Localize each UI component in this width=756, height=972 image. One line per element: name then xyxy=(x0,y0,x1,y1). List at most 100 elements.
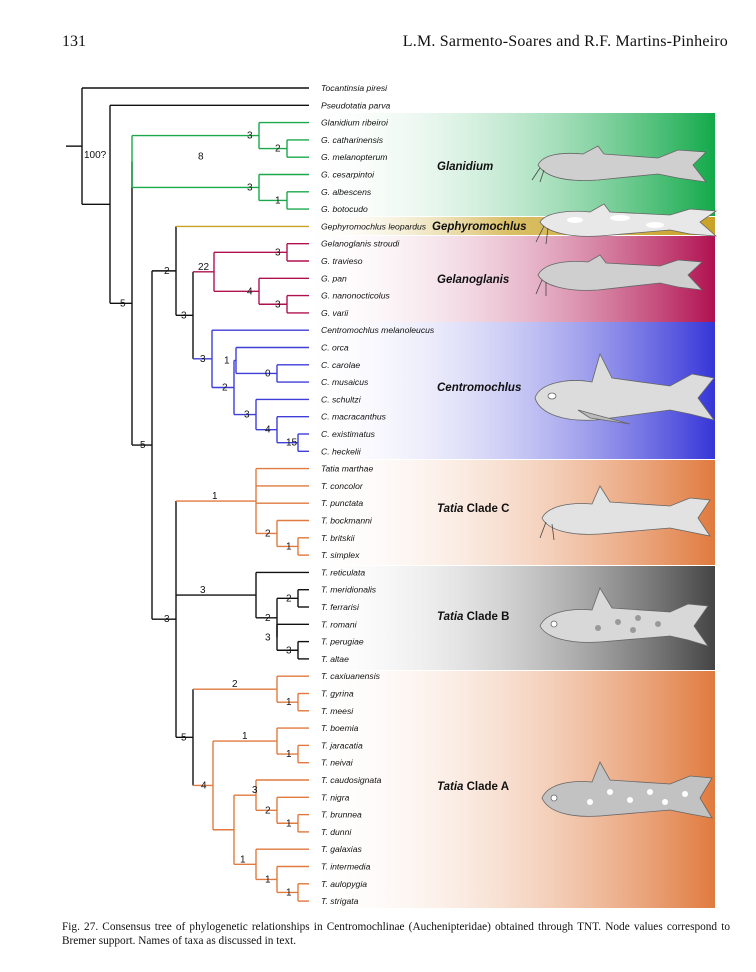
node-support-value: 2 xyxy=(164,266,170,277)
node-support-value: 1 xyxy=(286,697,292,708)
fish-illustrations xyxy=(531,145,718,819)
node-support-value: 8 xyxy=(198,152,204,163)
taxon-label: Pseudotatia parva xyxy=(321,100,390,110)
taxon-label: T. britskii xyxy=(321,533,356,543)
taxon-label: C. schultzi xyxy=(321,394,362,404)
taxon-label: T. caxiuanensis xyxy=(321,671,381,681)
taxon-label: G. nanonocticolus xyxy=(321,291,390,301)
node-support-value: 5 xyxy=(140,440,146,451)
taxon-label: T. strigata xyxy=(321,896,359,906)
clade-label-tatia-clade-b: Tatia Clade B xyxy=(437,611,509,623)
taxon-label: C. existimatus xyxy=(321,429,376,439)
taxon-label: C. musaicus xyxy=(321,377,369,387)
taxon-label: T. neivai xyxy=(321,758,354,768)
taxon-label: G. botocudo xyxy=(321,204,368,214)
taxon-label: T. punctata xyxy=(321,498,363,508)
node-support-value: 3 xyxy=(286,645,292,656)
node-support-value: 1 xyxy=(286,749,292,760)
taxon-label: T. reticulata xyxy=(321,567,365,577)
node-support-value: 1 xyxy=(286,887,292,898)
node-support-value: 2 xyxy=(265,528,271,539)
taxon-label: T. dunni xyxy=(321,827,352,837)
taxon-label: T. concolor xyxy=(321,481,364,491)
node-support-value: 3 xyxy=(164,614,170,625)
taxon-label: G. catharinensis xyxy=(321,135,384,145)
node-support-value: 1 xyxy=(224,355,230,366)
node-support-value: 4 xyxy=(247,286,253,297)
taxon-label: T. bockmanni xyxy=(321,516,373,526)
taxon-label: T. meridionalis xyxy=(321,585,377,595)
node-support-value: 2 xyxy=(222,383,228,394)
taxon-label: T. simplex xyxy=(321,550,360,560)
taxon-label: T. intermedia xyxy=(321,862,371,872)
node-support-value: 1 xyxy=(242,731,248,742)
page-number: 131 xyxy=(62,33,86,50)
node-support-value: 1 xyxy=(275,195,281,206)
taxon-label: G. melanopterum xyxy=(321,152,387,162)
node-support-value: 0 xyxy=(265,368,271,379)
taxon-label: T. nigra xyxy=(321,792,350,802)
taxon-label: T. brunnea xyxy=(321,810,362,820)
node-support-value: 22 xyxy=(198,262,210,273)
node-support-value: 2 xyxy=(232,679,238,690)
taxon-label: Gephyromochlus leopardus xyxy=(321,221,427,231)
node-support-value: 3 xyxy=(275,299,281,310)
node-support-value: 3 xyxy=(247,131,253,142)
taxon-label: C. carolae xyxy=(321,360,360,370)
clade-label-gelanoglanis: Gelanoglanis xyxy=(437,274,509,286)
clade-label-tatia-clade-a: Tatia Clade A xyxy=(437,781,509,793)
taxon-label: T. caudosignata xyxy=(321,775,382,785)
taxon-label: T. meesi xyxy=(321,706,354,716)
clade-labels: Glanidium Gephyromochlus Gelanoglanis Ce… xyxy=(432,161,527,793)
taxon-label: G. pan xyxy=(321,273,347,283)
taxon-label: C. orca xyxy=(321,343,349,353)
taxon-label: T. ferrarisi xyxy=(321,602,360,612)
centromochlus-fish-illustration xyxy=(534,352,715,425)
taxon-label: G. travieso xyxy=(321,256,363,266)
node-support-value: 2 xyxy=(265,613,271,624)
gelanoglanis-fish-illustration xyxy=(535,254,704,296)
node-support-value: 3 xyxy=(200,354,206,365)
tree-branches xyxy=(66,87,309,902)
node-support-value: 3 xyxy=(252,785,258,796)
node-support-value: 3 xyxy=(244,410,250,421)
node-support-value: 15 xyxy=(286,438,298,449)
node-support-value: 100? xyxy=(84,150,107,161)
taxon-label: Tocantinsia piresi xyxy=(321,83,388,93)
node-support-value: 1 xyxy=(265,874,271,885)
taxon-label: T. perugiae xyxy=(321,637,364,647)
taxon-label: T. galaxias xyxy=(321,844,362,854)
node-support-value: 1 xyxy=(240,854,246,865)
taxon-label: G. varii xyxy=(321,308,349,318)
figure-caption: Fig. 27. Consensus tree of phylogenetic … xyxy=(62,921,730,947)
node-support-value: 5 xyxy=(120,298,126,309)
taxon-label: T. romani xyxy=(321,619,358,629)
node-support-value: 1 xyxy=(286,541,292,552)
node-support-value: 4 xyxy=(265,425,271,436)
node-support-value: 3 xyxy=(265,632,271,643)
node-support-value: 1 xyxy=(212,491,218,502)
taxon-label: G. cesarpintoi xyxy=(321,170,375,180)
node-support-value: 1 xyxy=(286,818,292,829)
taxon-label: T. boemia xyxy=(321,723,359,733)
clade-label-gephyromochlus: Gephyromochlus xyxy=(432,221,527,233)
node-support-value: 2 xyxy=(286,593,292,604)
node-support-value: 5 xyxy=(181,732,187,743)
taxon-label: Centromochlus melanoleucus xyxy=(321,325,435,335)
clade-label-tatia-clade-c: Tatia Clade C xyxy=(437,503,509,515)
clade-label-glanidium: Glanidium xyxy=(437,161,493,173)
taxon-label: C. heckelii xyxy=(321,446,362,456)
node-support-value: 2 xyxy=(275,144,281,155)
taxon-label: Tatia marthae xyxy=(321,464,373,474)
tatia-clade-c-fish-illustration xyxy=(539,485,711,541)
taxon-label: T. altae xyxy=(321,654,349,664)
running-header-authors: L.M. Sarmento-Soares and R.F. Martins-Pi… xyxy=(402,33,728,50)
taxon-label: Glanidium ribeiroi xyxy=(321,118,389,128)
node-support-value: 4 xyxy=(201,780,207,791)
taxon-label: Gelanoglanis stroudi xyxy=(321,239,400,249)
node-support-value: 3 xyxy=(181,310,187,321)
node-support-value: 3 xyxy=(275,247,281,258)
taxon-label: T. gyrina xyxy=(321,689,354,699)
taxon-label: C. macracanthus xyxy=(321,412,387,422)
